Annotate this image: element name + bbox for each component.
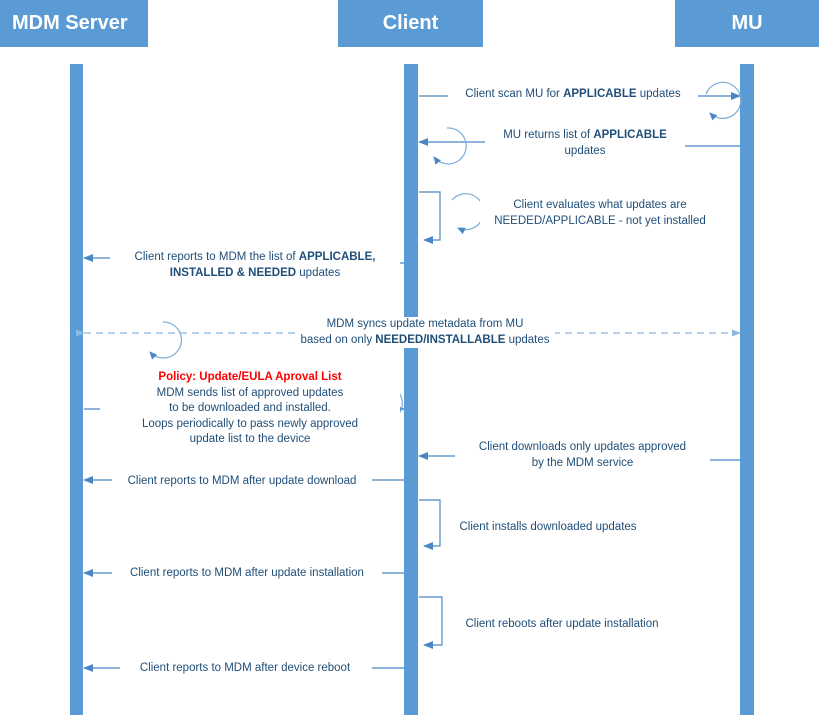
message-label-m1: Client scan MU for APPLICABLE updates (448, 87, 698, 103)
selfbox-m3 (419, 191, 441, 244)
message-label-m9: Client installs downloaded updates (448, 520, 648, 536)
loop-m3 (451, 193, 485, 235)
message-label-m11: Client reboots after update installation (452, 617, 672, 633)
selfbox-m9 (419, 499, 441, 550)
lifeline-mdm-server (70, 64, 83, 715)
loop-m2 (433, 127, 467, 165)
loop-m5 (149, 321, 182, 360)
actor-box-client[interactable]: Client (338, 0, 483, 47)
message-label-m10: Client reports to MDM after update insta… (112, 566, 382, 582)
loop-m1 (705, 81, 742, 121)
actor-label-mdm-server: MDM Server (12, 12, 128, 34)
message-label-m8: Client reports to MDM after update downl… (112, 474, 372, 490)
selfbox-m11 (419, 596, 443, 649)
actor-label-mu: MU (731, 12, 763, 34)
message-label-m12: Client reports to MDM after device reboo… (120, 661, 370, 677)
message-label-m4: Client reports to MDM the list of APPLIC… (110, 250, 400, 282)
actor-box-mu[interactable]: MU (675, 0, 819, 47)
actor-label-client: Client (382, 12, 439, 34)
actor-box-mdm-server[interactable]: MDM Server (0, 0, 148, 47)
lifeline-client (404, 64, 418, 715)
lifeline-mu (740, 64, 754, 715)
